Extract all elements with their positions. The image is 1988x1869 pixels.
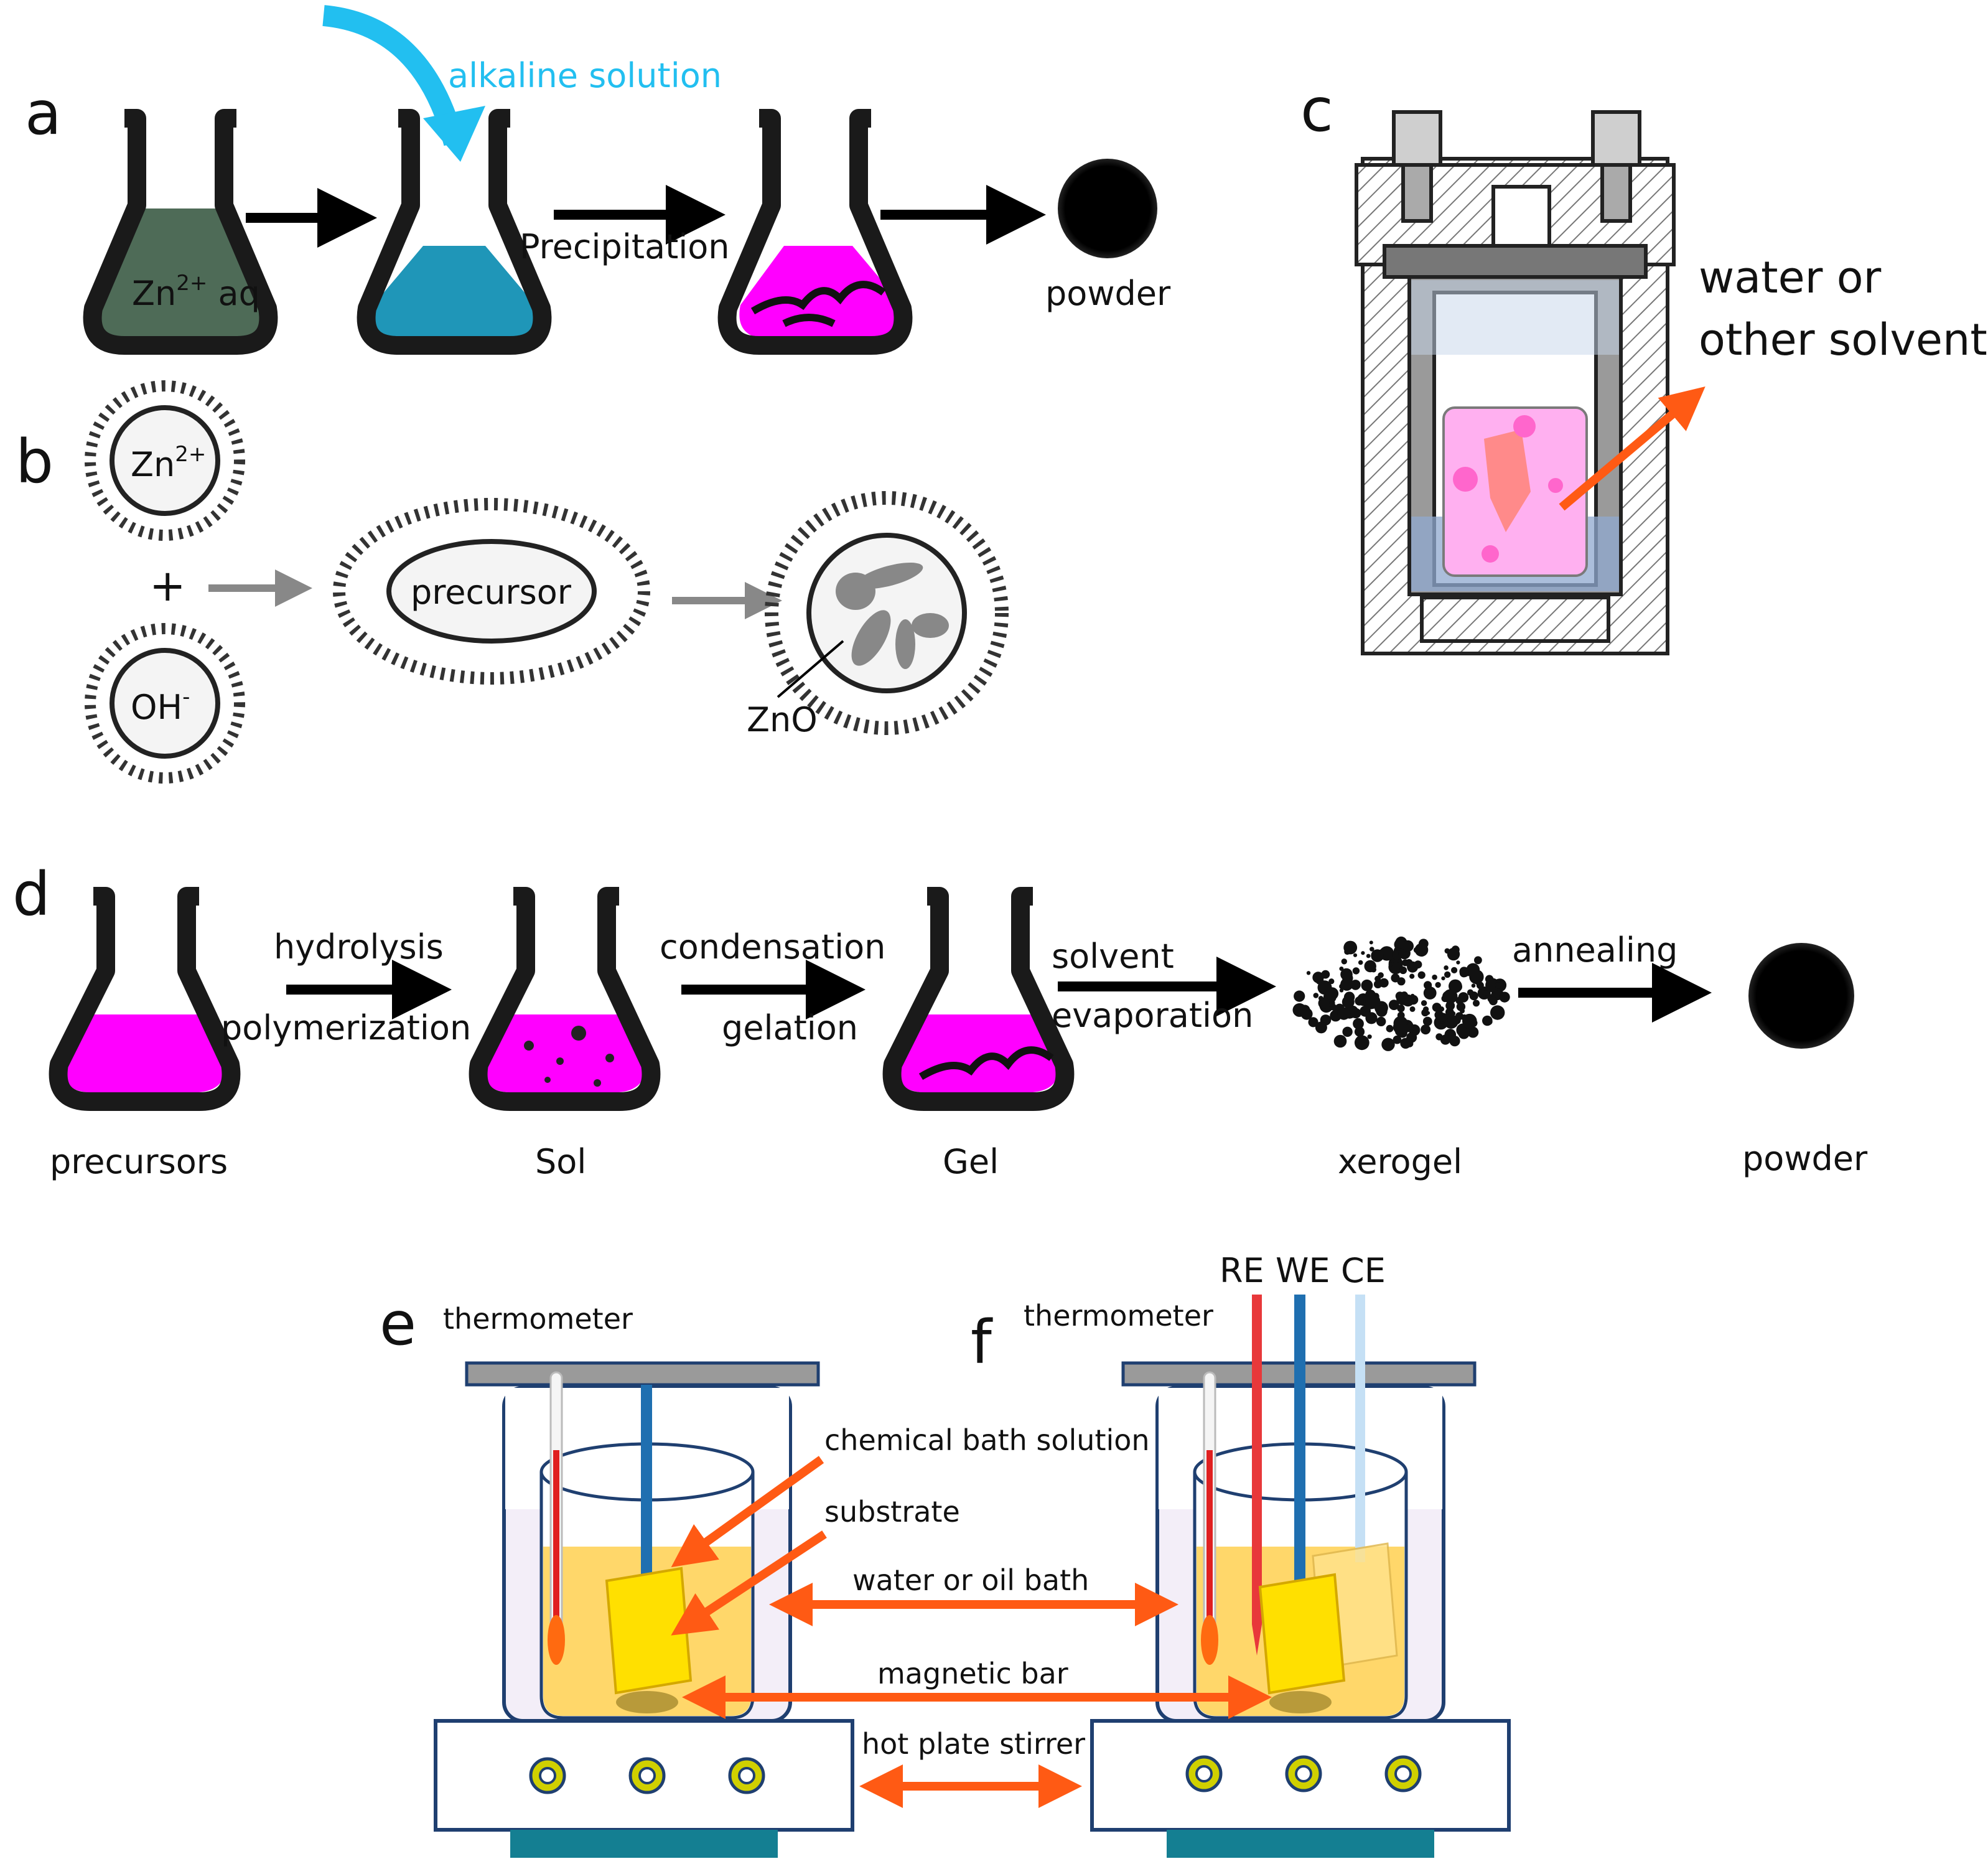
magnetic-bar-e (616, 1691, 678, 1713)
panel-b-letter: b (16, 427, 54, 497)
hot-plate-knobs-f (1185, 1755, 1422, 1792)
panel-d-letter: d (12, 860, 50, 929)
we-label: WE (1276, 1251, 1330, 1290)
micelle-zn: Zn2+ (85, 380, 245, 541)
powder-a-label: powder (1045, 274, 1171, 313)
hydrolysis-label: hydrolysis (274, 927, 444, 967)
hot-plate-knobs-e (529, 1757, 765, 1794)
panel-b: b Zn2+ + OH- precursor (16, 380, 1009, 784)
hot-plate-base-f (1167, 1830, 1434, 1858)
hot-plate-label: hot plate stirrer (862, 1727, 1085, 1761)
panel-a-letter: a (25, 78, 62, 148)
micelle-oh: OH- (85, 623, 245, 784)
flask-alkaline (357, 109, 552, 355)
flask-gel (882, 887, 1075, 1111)
panel-c: c wa (1300, 75, 1987, 655)
ce-label: CE (1341, 1251, 1386, 1290)
zn-aq-label: Zn (132, 274, 176, 313)
plus-sign: + (149, 560, 186, 611)
autoclave (1355, 110, 1676, 655)
flask-sol (469, 887, 661, 1111)
flask-precipitate (717, 109, 913, 355)
reference-electrode (1252, 1295, 1262, 1656)
micelle-zn-label: Zn (131, 445, 175, 484)
lid-e (465, 1361, 820, 1387)
micelle-precursor: precursor (333, 498, 650, 685)
flask-zn-solution: Zn2+ aq (83, 109, 278, 355)
zn-aq-suffix: aq (207, 274, 260, 313)
panel-f: f thermometer RE WE CE (971, 1251, 1511, 1858)
zn-aq-charge: 2+ (176, 271, 207, 296)
powder-d-label: powder (1742, 1139, 1868, 1178)
working-electrode (1294, 1295, 1305, 1587)
micelle-zno (765, 491, 1009, 735)
svg-text:Zn2+: Zn2+ (131, 442, 206, 484)
substrate-e (605, 1567, 693, 1695)
substrate-arrow (671, 1530, 827, 1636)
solvent-d-label: solvent (1052, 937, 1174, 976)
alkaline-label: alkaline solution (448, 56, 722, 95)
gelation-label: gelation (722, 1008, 858, 1047)
flask-precursors (49, 887, 241, 1111)
thermometer-f-label: thermometer (1024, 1299, 1213, 1333)
svg-text:OH-: OH- (131, 685, 190, 727)
precipitation-label: Precipitation (520, 227, 730, 266)
substrate-f (1258, 1573, 1346, 1695)
panel-f-letter: f (971, 1308, 993, 1377)
micelle-oh-charge: - (182, 685, 190, 710)
condensation-label: condensation (660, 927, 885, 967)
panel-e-letter: e (380, 1289, 416, 1359)
annealing-label: annealing (1512, 930, 1678, 970)
solvent-label-line2: other solvent (1699, 314, 1987, 365)
panel-e: e thermometer (380, 1289, 854, 1858)
counter-electrode (1355, 1295, 1365, 1562)
gel-label: Gel (943, 1142, 999, 1181)
xerogel-particles (1292, 936, 1510, 1051)
solvent-label-line1: water or (1699, 252, 1882, 303)
micelle-oh-label: OH (131, 688, 182, 727)
holder-rod-e (641, 1385, 652, 1584)
hot-plate-base-e (510, 1830, 778, 1858)
chemical-bath-label: chemical bath solution (824, 1423, 1150, 1457)
panel-d: d hydrolysis polymerization condensation… (12, 860, 1868, 1181)
panel-a: a Zn2+ aq alkaline solution Precipitatio… (25, 5, 1171, 355)
precursors-label: precursors (50, 1142, 228, 1181)
svg-text:Zn2+ aq: Zn2+ aq (132, 271, 260, 313)
chemical-bath-arrow (671, 1456, 824, 1568)
micelle-zn-charge: 2+ (175, 442, 206, 467)
zno-pointer (777, 640, 844, 698)
bath-label: water or oil bath (852, 1563, 1089, 1597)
re-label: RE (1220, 1251, 1264, 1290)
evaporation-label: evaporation (1052, 996, 1253, 1035)
magnetic-bar-f (1269, 1691, 1332, 1713)
sol-label: Sol (535, 1142, 586, 1181)
zno-label: ZnO (747, 700, 818, 739)
magnetic-bar-label: magnetic bar (877, 1657, 1068, 1690)
polymerization-label: polymerization (221, 1008, 471, 1047)
alkaline-arrow-head (423, 106, 485, 162)
thermometer-e-label: thermometer (443, 1302, 633, 1336)
ef-annotations: chemical bath solution substrate water o… (671, 1423, 1272, 1808)
panel-c-letter: c (1300, 75, 1333, 145)
powder-d (1748, 943, 1854, 1049)
powder-a (1058, 159, 1157, 258)
xerogel-label: xerogel (1338, 1142, 1462, 1181)
solvent-arrow (1559, 386, 1706, 511)
substrate-label: substrate (824, 1495, 960, 1529)
precursor-label: precursor (411, 573, 572, 612)
